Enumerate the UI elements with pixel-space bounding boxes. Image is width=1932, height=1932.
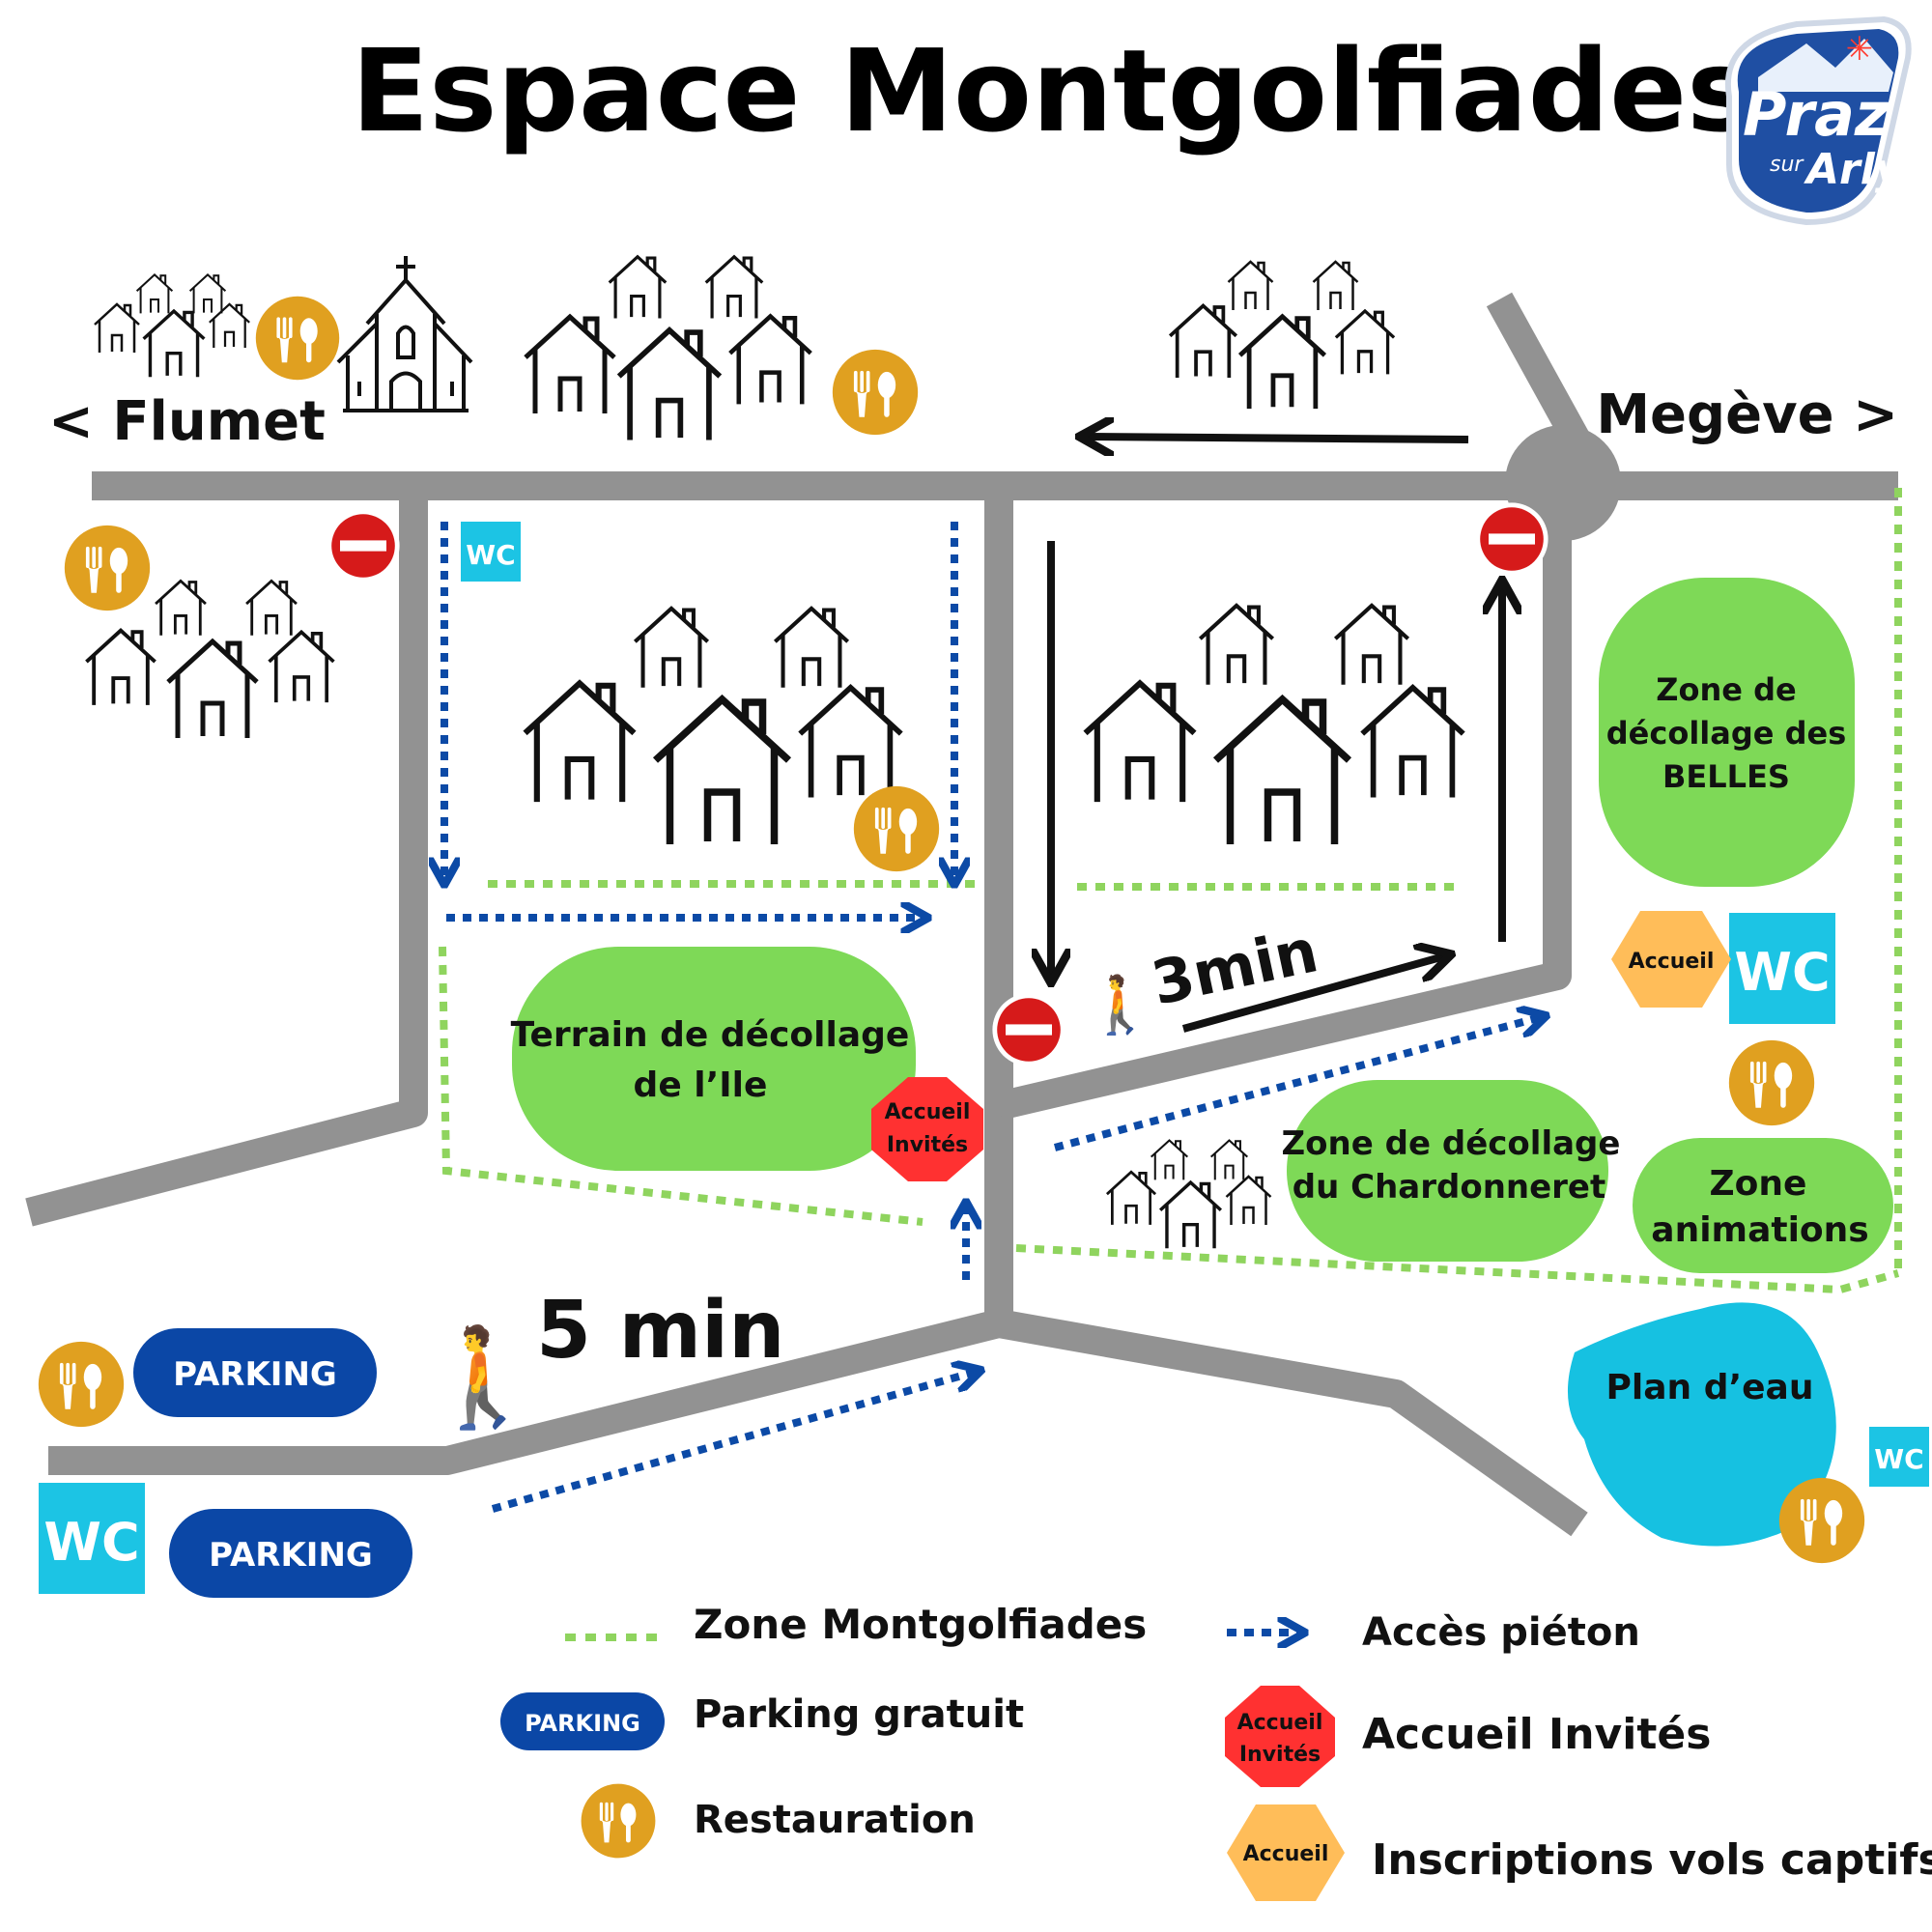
zone-belles-label-1: Zone de [1656, 671, 1796, 708]
no-entry-sign-icon [992, 993, 1065, 1066]
pedestrian-paths [444, 522, 1541, 1513]
church-icon [336, 256, 473, 412]
parking-badge: PARKING [169, 1509, 412, 1598]
walking-person-icon: 🚶 [1086, 972, 1155, 1037]
village-right [1086, 606, 1463, 844]
village-center [526, 609, 901, 844]
svg-text:PARKING: PARKING [525, 1710, 640, 1737]
wc-badge: WC [39, 1483, 145, 1594]
accueil-invites-badge: Accueil Invités [871, 1077, 983, 1181]
legend-parking-swatch: PARKING [500, 1692, 665, 1750]
svg-text:Accueil: Accueil [1629, 950, 1715, 974]
zone-belles-label-2: décollage des [1606, 715, 1847, 752]
zone-animations-label-1: Zone [1710, 1164, 1807, 1204]
legend-invites-swatch: Accueil Invités [1225, 1686, 1335, 1787]
logo-star-icon: ✳ [1846, 30, 1874, 69]
legend-parking-label: Parking gratuit [694, 1692, 1024, 1737]
svg-text:Accueil: Accueil [885, 1100, 971, 1124]
zone-ile: Terrain de décollage de l’Ile [511, 947, 916, 1171]
svg-text:WC: WC [466, 539, 515, 571]
zone-animations-label-2: animations [1651, 1210, 1868, 1250]
direction-flumet: < Flumet [48, 390, 326, 453]
parking-badge: PARKING [133, 1328, 377, 1417]
legend-pieton-label: Accès piéton [1362, 1610, 1640, 1655]
zone-belles: Zone de décollage des BELLES [1599, 578, 1855, 887]
legend-resto-label: Restauration [694, 1798, 976, 1842]
lake-label: Plan d’eau [1606, 1368, 1814, 1407]
no-entry-sign-icon [1475, 502, 1548, 576]
village-top-right [1170, 260, 1396, 409]
svg-text:WC: WC [43, 1512, 139, 1573]
zone-belles-label-3: BELLES [1662, 758, 1790, 795]
map-title: Espace Montgolfiades [352, 24, 1755, 157]
restaurant-icon [253, 294, 342, 383]
village-top-left [93, 273, 251, 380]
legend-accueil-swatch: Accueil [1227, 1804, 1345, 1901]
no-entry-sign-icon [327, 509, 400, 582]
legend-zone-label: Zone Montgolfiades [694, 1601, 1147, 1648]
wc-badge: WC [461, 522, 521, 582]
zone-chardonneret-label-1: Zone de décollage [1282, 1124, 1621, 1163]
zone-ile-label-2: de l’Ile [634, 1065, 768, 1105]
svg-text:WC: WC [1874, 1443, 1923, 1475]
wc-badge: WC [1869, 1427, 1929, 1487]
svg-text:Accueil: Accueil [1237, 1711, 1323, 1735]
zone-montgolfiades-boundaries [439, 488, 1902, 1294]
restaurant-icon [37, 1339, 127, 1430]
restaurant-icon [62, 524, 153, 613]
svg-text:Invités: Invités [1239, 1743, 1321, 1767]
wc-badge: WC [1729, 913, 1835, 1024]
walk-time-5min: 5 min [536, 1285, 785, 1377]
village-small [1105, 1139, 1272, 1251]
legend-invites-label: Accueil Invités [1362, 1710, 1711, 1759]
logo-line1: Praz [1743, 79, 1890, 150]
accueil-badge: Accueil [1611, 911, 1731, 1008]
walk-5min: 🚶 5 min [423, 1285, 785, 1434]
praz-sur-arly-logo: ✳ Praz sur Arly [1724, 15, 1912, 226]
logo-line2-small: sur [1770, 153, 1804, 177]
walk-time-3min: 3min [1146, 915, 1324, 1018]
lake: Plan d’eau [1567, 1302, 1836, 1547]
village-top-center [526, 254, 810, 440]
restaurant-icon [1776, 1475, 1867, 1566]
svg-text:Invités: Invités [887, 1133, 968, 1157]
logo-line2: Arly [1804, 145, 1905, 194]
zone-chardonneret-label-2: du Chardonneret [1293, 1168, 1606, 1207]
restaurant-icon [1726, 1037, 1817, 1128]
zone-animations: Zone animations [1633, 1138, 1893, 1273]
legend-restaurant-icon [579, 1781, 658, 1861]
legend: Zone Montgolfiades PARKING Parking gratu… [500, 1601, 1932, 1901]
direction-megeve: Megève > [1596, 384, 1898, 446]
svg-text:Accueil: Accueil [1243, 1842, 1329, 1866]
svg-text:WC: WC [1734, 942, 1830, 1003]
restaurant-icon [831, 347, 921, 438]
walking-person-icon: 🚶 [423, 1321, 544, 1434]
zone-ile-label-1: Terrain de décollage [511, 1015, 910, 1055]
svg-text:PARKING: PARKING [209, 1536, 373, 1575]
zone-chardonneret: Zone de décollage du Chardonneret [1282, 1080, 1621, 1262]
restaurant-icon [852, 784, 942, 874]
svg-text:PARKING: PARKING [173, 1355, 337, 1394]
legend-inscriptions-label: Inscriptions vols captifs [1372, 1835, 1932, 1885]
traffic-arrows [1051, 437, 1502, 1033]
